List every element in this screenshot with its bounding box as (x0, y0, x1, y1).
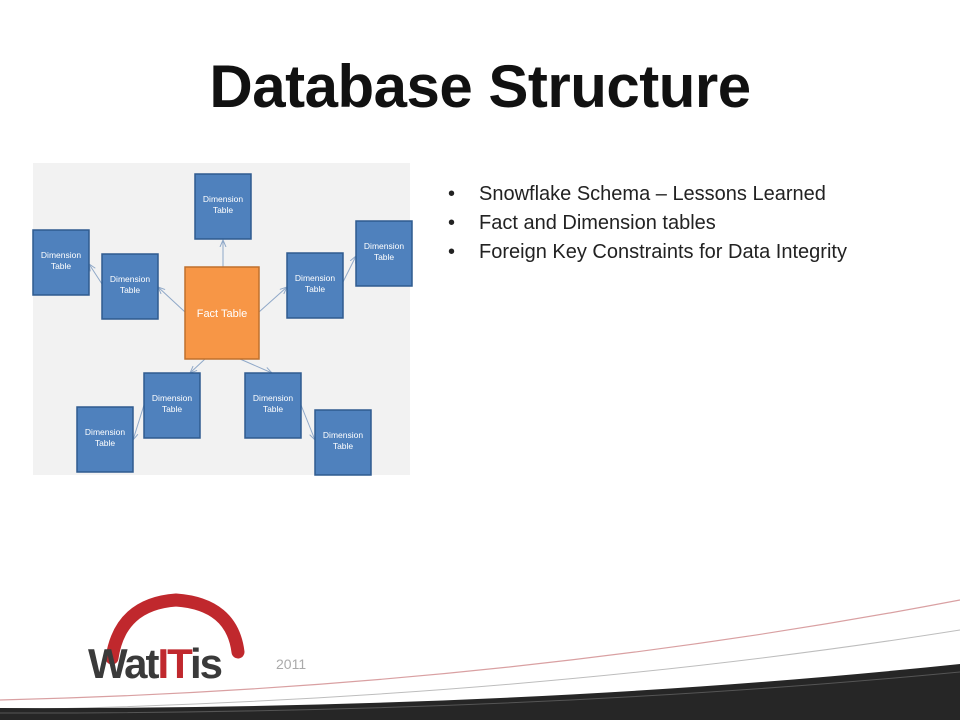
connector-arrow (342, 256, 356, 283)
bullet-item: Snowflake Schema – Lessons Learned (448, 180, 847, 209)
footer-dark-band (0, 664, 960, 720)
slide-title: Database Structure (209, 53, 751, 120)
connector-arrow (239, 358, 272, 373)
bullet-list: Snowflake Schema – Lessons Learned Fact … (448, 180, 847, 267)
dimension-table-rect (286, 252, 344, 319)
connector-arrow (300, 404, 315, 440)
footer-decoration: WatITis (0, 593, 960, 720)
dimension-table-label: Dimension (323, 430, 363, 440)
fact-table-label: Fact Table (197, 308, 248, 320)
connector-arrow (258, 287, 287, 313)
footer-year: 2011 (276, 656, 307, 672)
dimension-table-label: Table (263, 404, 284, 414)
dimension-table-label: Table (120, 285, 141, 295)
diagram-boxes: DimensionTableDimensionTableDimensionTab… (32, 173, 413, 476)
connector-arrow (158, 287, 186, 313)
dimension-table-label: Dimension (295, 273, 335, 283)
footer-swoosh-line (0, 599, 960, 701)
dimension-table-rect (101, 253, 159, 320)
diagram-connectors (89, 240, 356, 440)
dimension-table-label: Dimension (364, 241, 404, 251)
dimension-table-label: Dimension (152, 393, 192, 403)
dimension-table-label: Dimension (203, 194, 243, 204)
connector-arrow (190, 358, 206, 373)
watitis-logo: WatITis (88, 593, 245, 687)
fact-table-rect (184, 266, 260, 360)
logo-text: is (190, 640, 222, 687)
dimension-table-rect (194, 173, 252, 240)
dimension-table-rect (32, 229, 90, 296)
footer-swoosh-line (0, 671, 960, 714)
svg-text:WatITis: WatITis (88, 640, 222, 687)
dimension-table-label: Table (213, 205, 234, 215)
dimension-table-label: Table (374, 252, 395, 262)
logo-arc (105, 593, 245, 665)
dimension-table-rect (143, 372, 201, 439)
dimension-table-label: Table (305, 284, 326, 294)
connector-arrow (89, 264, 103, 285)
dimension-table-label: Table (333, 441, 354, 451)
connector-arrow (133, 404, 145, 440)
footer-swoosh-line (0, 629, 960, 711)
dimension-table-rect (76, 406, 134, 473)
dimension-table-label: Dimension (253, 393, 293, 403)
dimension-table-label: Table (95, 438, 116, 448)
dimension-table-label: Table (162, 404, 183, 414)
dimension-table-rect (314, 409, 372, 476)
dimension-table-rect (355, 220, 413, 287)
bullet-item: Foreign Key Constraints for Data Integri… (448, 238, 847, 267)
dimension-table-label: Dimension (85, 427, 125, 437)
fact-table-box: Fact Table (184, 266, 260, 360)
dimension-table-rect (244, 372, 302, 439)
logo-text: Wat (88, 640, 159, 687)
dimension-table-label: Table (51, 261, 72, 271)
dimension-table-label: Dimension (110, 274, 150, 284)
dimension-table-label: Dimension (41, 250, 81, 260)
logo-text: IT (157, 640, 193, 687)
bullet-item: Fact and Dimension tables (448, 209, 847, 238)
